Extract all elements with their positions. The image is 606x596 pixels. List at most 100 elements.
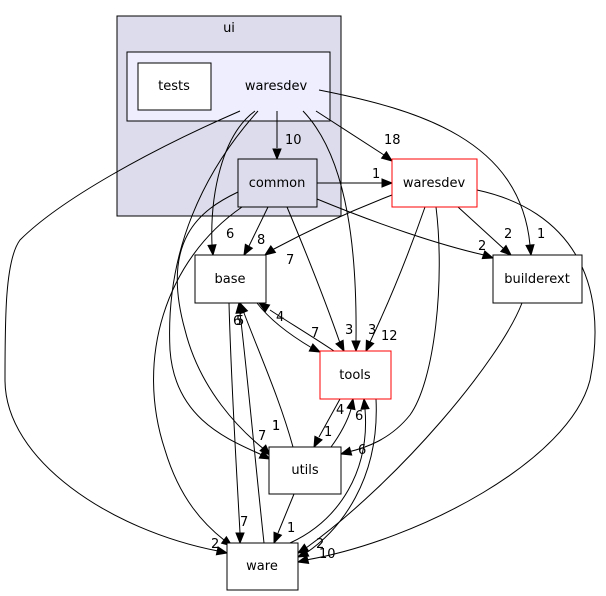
edge-label-utils-to-ware: 1 <box>287 521 295 536</box>
edge-label-waresdev-to-base: 7 <box>286 253 294 268</box>
arrowhead <box>296 543 310 554</box>
arrowhead <box>273 531 283 545</box>
arrowhead <box>257 302 271 313</box>
edge-line <box>256 302 313 349</box>
arrowhead <box>308 343 322 353</box>
edge-label-common-to-builderext: 2 <box>478 239 486 254</box>
edge-utils-to-ware <box>273 493 295 545</box>
edge-line <box>289 408 367 544</box>
edge-base-to-ware <box>228 302 245 545</box>
edge-waresdev_outer-to-tools <box>302 110 361 353</box>
arrowhead <box>380 150 394 162</box>
edge-line <box>211 110 256 246</box>
node-waresdev-label: waresdev <box>403 176 466 191</box>
edge-common-to-builderext <box>316 198 495 260</box>
edge-line <box>277 493 295 534</box>
edge-ware-to-tools <box>289 397 370 544</box>
edge-label-waresdev_outer-to-tools: 3 <box>368 323 376 338</box>
node-tests-label: tests <box>158 79 190 94</box>
edge-waresdev_outer-to-base <box>207 110 256 257</box>
edge-waresdev-to-ware <box>296 189 596 565</box>
edge-label-tools-to-base: 4 <box>276 310 284 325</box>
edge-line <box>369 206 426 343</box>
node-builderext[interactable]: builderext <box>492 254 583 304</box>
arrowhead <box>313 435 323 449</box>
edge-line <box>318 89 531 246</box>
node-ware-label: ware <box>246 559 278 574</box>
edge-line <box>315 110 385 156</box>
node-base-box <box>194 254 267 304</box>
edge-waresdev_outer-to-utils <box>169 110 272 460</box>
arrowhead <box>259 444 271 456</box>
arrowhead <box>351 340 361 353</box>
node-builderext-box <box>492 254 583 304</box>
edge-label-waresdev_outer-to-utils: 1 <box>272 419 280 434</box>
edge-label-common-to-base: 8 <box>257 233 265 248</box>
edge-line <box>305 302 523 549</box>
edge-builderext-to-ware <box>296 302 523 554</box>
node-waresdev[interactable]: waresdev <box>391 158 478 208</box>
edge-line <box>169 110 263 456</box>
edge-label-common-to-utils: 7 <box>258 429 266 444</box>
node-utils-label: utils <box>291 463 319 478</box>
edge-label-waresdev-to-tools: 12 <box>381 329 398 344</box>
edge-utils-to-base <box>239 301 294 448</box>
edge-tools-to-utils <box>313 398 341 449</box>
arrowhead <box>335 339 345 353</box>
edges <box>4 89 596 565</box>
edge-line <box>243 312 294 448</box>
edge-line <box>4 110 241 552</box>
edge-waresdev-to-tools <box>365 206 426 353</box>
edge-line <box>318 398 341 438</box>
edge-tools-to-base <box>257 302 335 352</box>
edge-line <box>316 198 485 256</box>
edge-label-waresdev-to-utils: 6 <box>358 443 366 458</box>
node-tools-label: tools <box>339 368 371 383</box>
node-ware[interactable]: ware <box>226 542 299 591</box>
arrowhead <box>360 397 370 410</box>
cluster-waresdev-label: waresdev <box>245 79 308 94</box>
edge-line <box>269 309 335 352</box>
cluster-ui-label: ui <box>223 21 235 36</box>
arrowhead <box>525 244 535 257</box>
edge-common-to-base <box>243 206 269 257</box>
edge-line <box>228 302 241 534</box>
edge-line <box>347 206 440 453</box>
edge-waresdev_outer-to-ware <box>4 110 241 556</box>
edge-line <box>457 206 505 250</box>
arrowhead <box>381 178 394 188</box>
edge-line <box>176 191 266 451</box>
edge-waresdev_outer-to-waresdev <box>315 110 394 162</box>
edge-label-common-to-waresdev: 1 <box>372 167 380 182</box>
edge-common-to-utils <box>176 191 271 456</box>
arrowhead <box>339 446 353 456</box>
node-tests[interactable]: tests <box>137 62 212 111</box>
edge-line <box>153 206 243 541</box>
arrowhead <box>263 245 277 256</box>
edge-line <box>330 408 352 448</box>
arrowhead <box>365 339 375 353</box>
node-common[interactable]: common <box>237 158 318 208</box>
node-base[interactable]: base <box>194 254 267 304</box>
edge-label-waresdev_outer-to-ware: 2 <box>211 537 219 552</box>
edge-label-waresdev_outer-to-base: 6 <box>226 227 234 242</box>
edge-label-base-to-tools: 7 <box>311 326 319 341</box>
edge-waresdev-to-base <box>263 194 393 256</box>
node-tools[interactable]: tools <box>319 350 392 400</box>
edge-line <box>305 189 596 561</box>
edge-common-to-tools <box>286 206 345 353</box>
edge-waresdev_outer-to-builderext <box>318 89 535 257</box>
edge-label-ware-to-tools: 6 <box>355 409 363 424</box>
edge-label-waresdev-to-builderext: 2 <box>504 227 512 242</box>
edge-label-waresdev-to-ware: 10 <box>319 547 336 562</box>
edge-label-common-to-ware: 7 <box>240 515 248 530</box>
edge-waresdev-to-utils <box>339 206 440 456</box>
node-utils[interactable]: utils <box>268 446 342 495</box>
node-base-label: base <box>215 272 246 287</box>
edge-line <box>286 206 341 344</box>
arrowhead <box>258 450 272 460</box>
node-tests-box <box>137 62 212 111</box>
edge-common-to-waresdev <box>317 178 394 188</box>
